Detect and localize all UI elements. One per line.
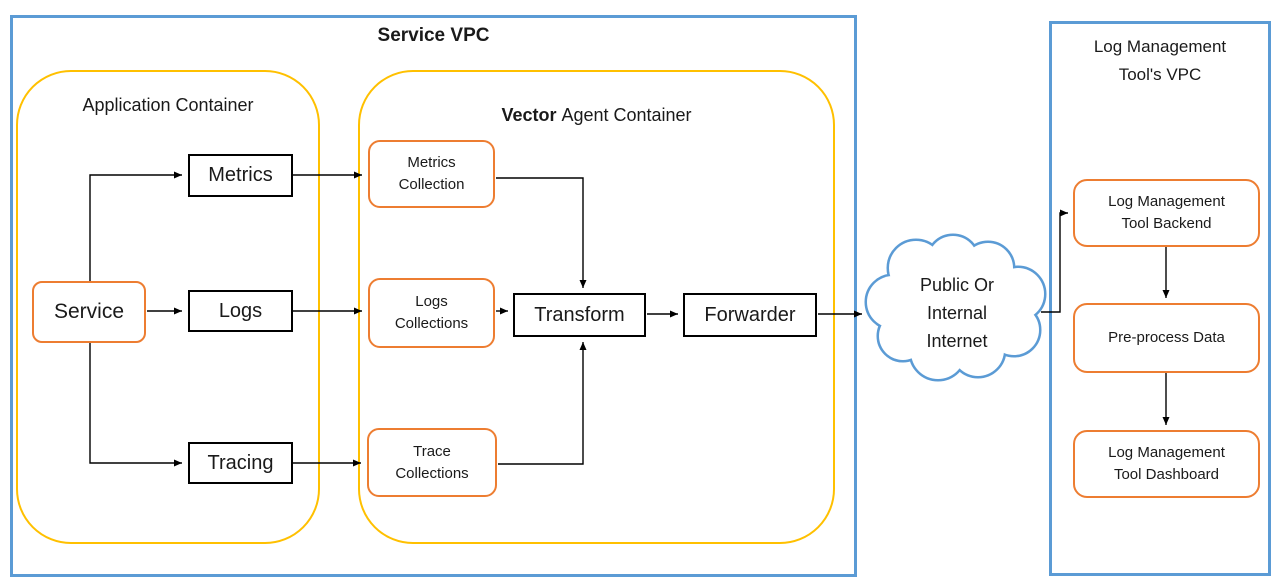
logs-node: Logs [188, 290, 293, 332]
service-vpc-title: Service VPC [377, 25, 490, 46]
tracing-node: Tracing [188, 442, 293, 484]
service-node: Service [32, 281, 146, 343]
preprocess-data-node: Pre-process Data [1073, 303, 1260, 373]
metrics-collection-node: Metrics Collection [368, 140, 495, 208]
vector-agent-title-bold: Vector [501, 105, 557, 125]
application-container-box: Application Container [16, 70, 320, 544]
log-backend-node: Log Management Tool Backend [1073, 179, 1260, 247]
log-management-vpc-title: Log Management Tool's VPC [1093, 37, 1227, 84]
log-management-vpc-box: Log Management Tool's VPC [1049, 21, 1271, 576]
metrics-node: Metrics [188, 154, 293, 197]
log-dashboard-node: Log Management Tool Dashboard [1073, 430, 1260, 498]
trace-collections-node: Trace Collections [367, 428, 497, 497]
forwarder-node: Forwarder [683, 293, 817, 337]
logs-collections-node: Logs Collections [368, 278, 495, 348]
service-vpc-box: Service VPC [10, 15, 857, 577]
transform-node: Transform [513, 293, 646, 337]
application-container-title: Application Container [82, 95, 254, 115]
vector-agent-title-rest: Agent Container [561, 105, 692, 125]
internet-cloud-label: Public Or Internal Internet [919, 275, 995, 351]
